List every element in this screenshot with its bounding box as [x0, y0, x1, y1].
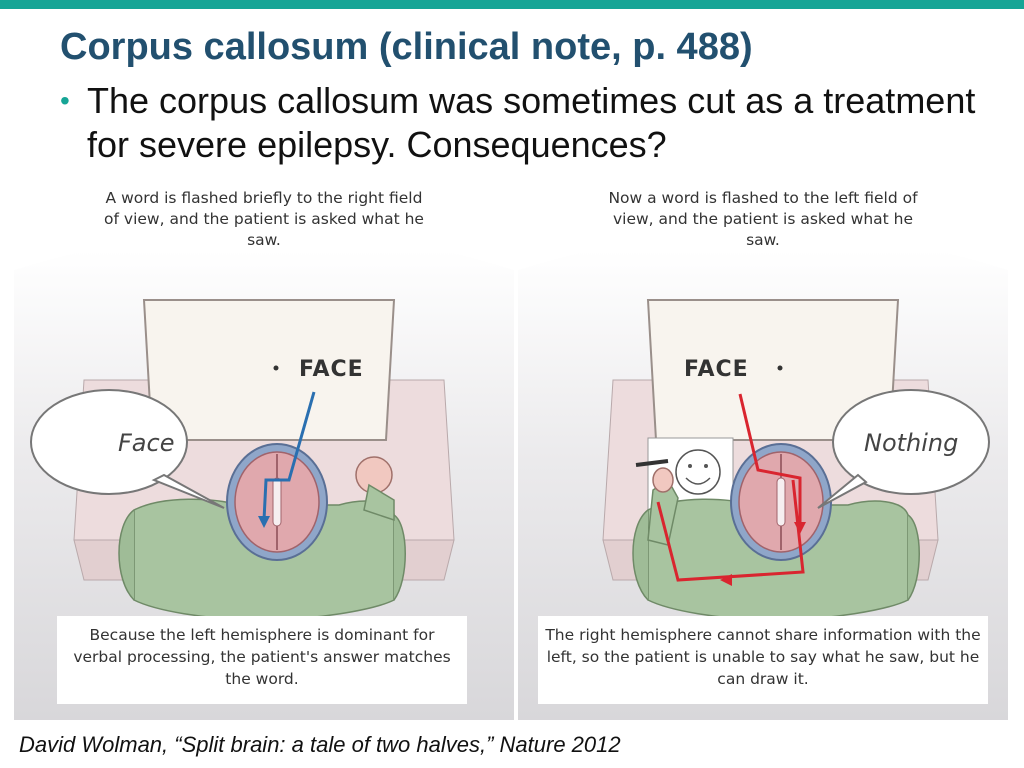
right-flashed-word: FACE: [684, 357, 749, 382]
slide-title: Corpus callosum (clinical note, p. 488): [60, 26, 753, 68]
right-bottom-caption: The right hemisphere cannot share inform…: [540, 618, 986, 696]
left-scene-drawing: [14, 180, 514, 720]
left-flashed-word: FACE: [299, 357, 364, 382]
citation: David Wolman, “Split brain: a tale of tw…: [19, 732, 621, 757]
right-speech-bubble-text: Nothing: [864, 429, 959, 457]
right-top-caption: Now a word is flashed to the left field …: [608, 189, 918, 249]
left-speech-bubble-text: Face: [118, 429, 175, 457]
bullet-text: The corpus callosum was sometimes cut as…: [87, 80, 976, 165]
top-accent-bar: [0, 0, 1024, 9]
left-bottom-caption: Because the left hemisphere is dominant …: [59, 618, 465, 696]
bullet-dot-icon: •: [60, 85, 70, 116]
left-top-caption: A word is flashed briefly to the right f…: [104, 189, 424, 249]
left-illustration-panel: A word is flashed briefly to the right f…: [14, 180, 514, 720]
right-illustration-panel: Now a word is flashed to the left field …: [518, 180, 1008, 720]
